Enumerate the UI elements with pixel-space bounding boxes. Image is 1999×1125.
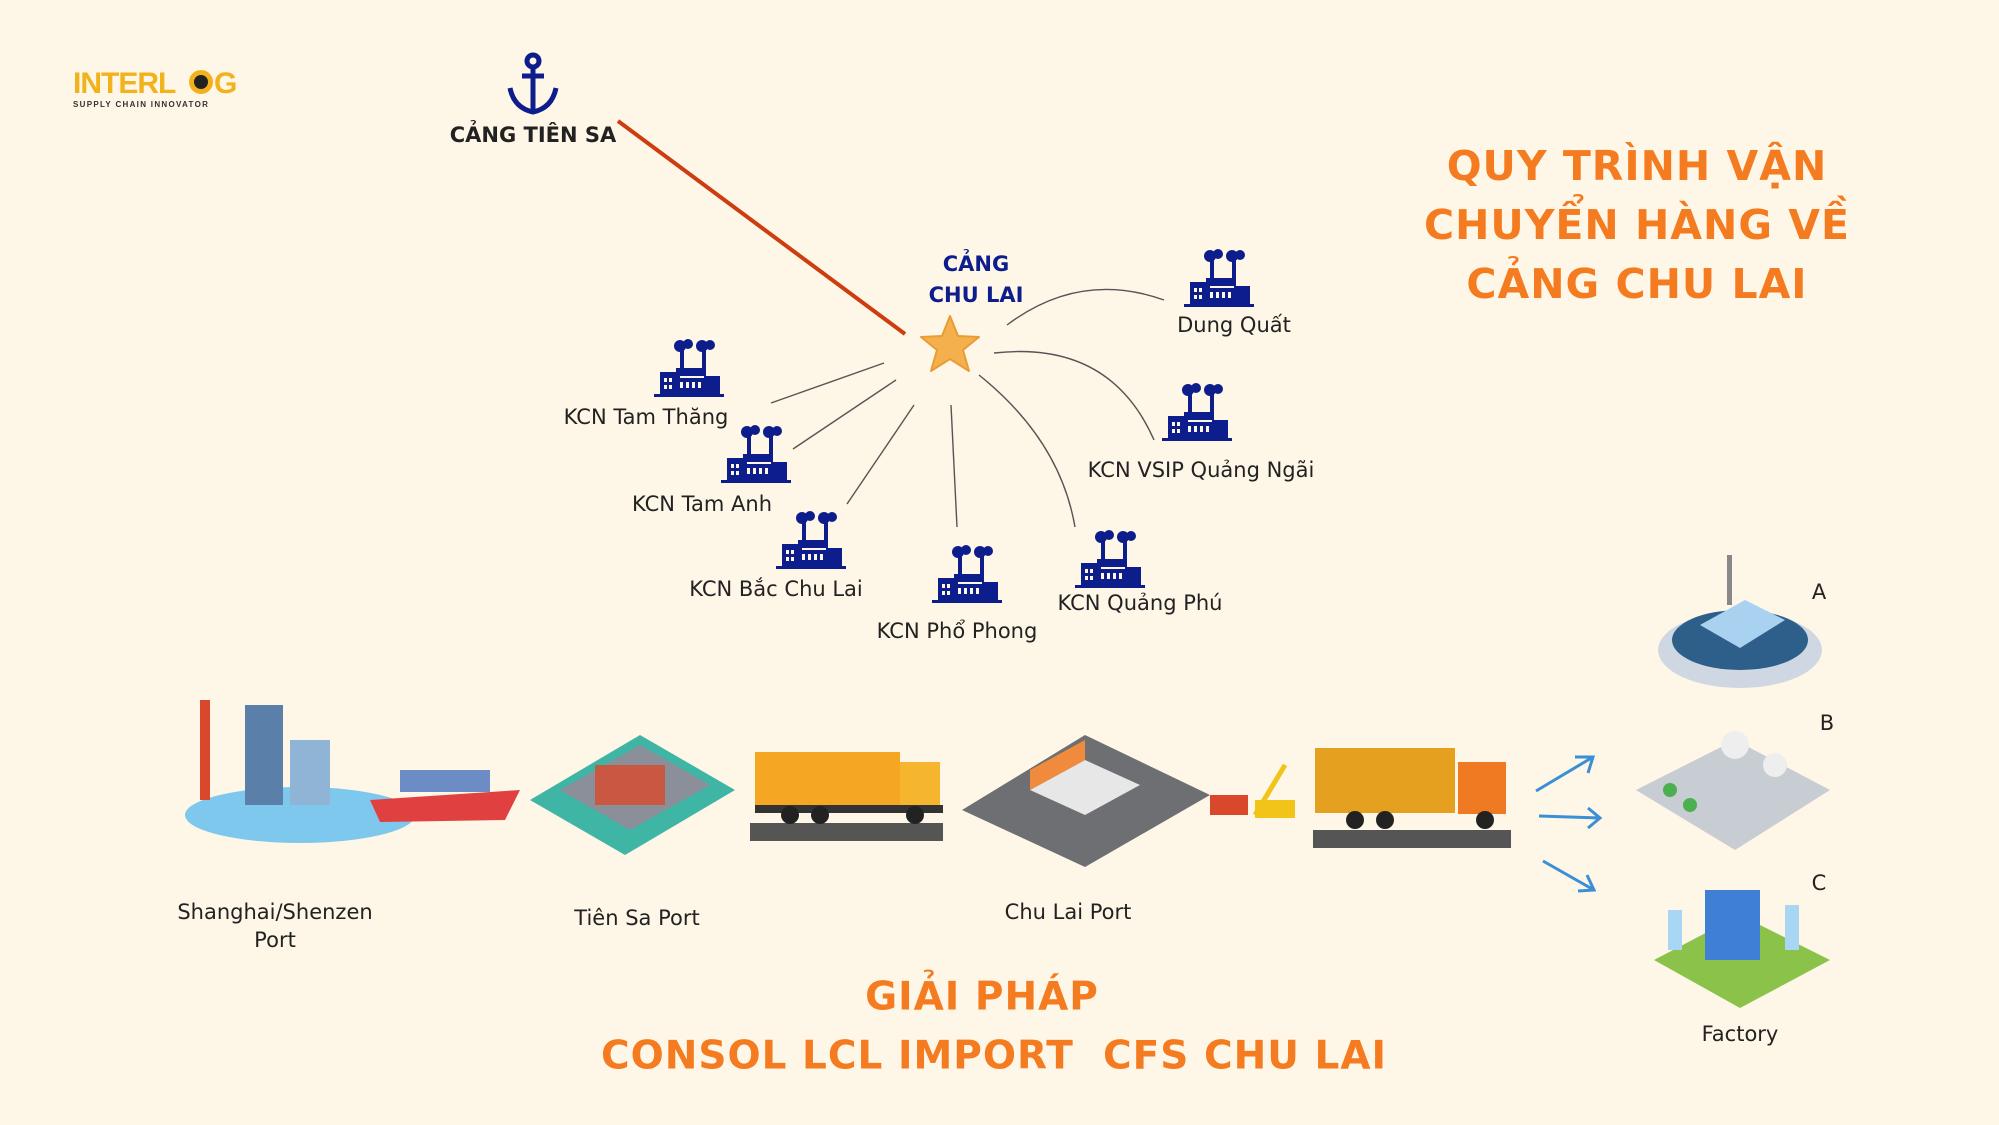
interlog-logo: INTERL G SUPPLY CHAIN INNOVATOR: [73, 60, 249, 114]
title-line-1: QUY TRÌNH VẬN: [1446, 142, 1828, 190]
footer-line-1: GIẢI PHÁP: [865, 974, 1099, 1020]
factory-icon: [1071, 529, 1147, 593]
factory-a-label: A: [1811, 580, 1827, 604]
arrow-icon: [1535, 755, 1596, 793]
factory-c-label: C: [1811, 871, 1827, 895]
industrial-zone-label: KCN Quảng Phú: [1057, 591, 1223, 615]
line-dung-quat: [1006, 288, 1165, 326]
line-quang-phu: [978, 374, 1076, 528]
factory-icon: [650, 338, 726, 402]
line-pho-phong: [950, 404, 958, 528]
svg-text:INTERL: INTERL: [73, 67, 176, 100]
industrial-zone-label: KCN Tam Thăng: [563, 405, 729, 429]
crane-illustration: [1210, 763, 1295, 818]
factory-icon: [1158, 382, 1234, 446]
factory-icon: [1180, 248, 1256, 312]
line-bac-chu-lai: [846, 404, 915, 505]
star-icon: [920, 315, 980, 372]
factory-b-illustration: [1636, 731, 1830, 850]
origin-port-illustration: [185, 700, 520, 843]
distribution-arrows: [1535, 755, 1603, 893]
chu-lai-label-2: CHU LAI: [928, 283, 1024, 307]
factory-c-illustration: [1654, 890, 1830, 1008]
chu-lai-port-label: Chu Lai Port: [1004, 900, 1132, 924]
factory-label: Factory: [1701, 1022, 1779, 1046]
factory-icon: [772, 510, 848, 574]
factory-a-illustration: [1658, 555, 1822, 688]
tien-sa-port-illustration: [530, 735, 735, 855]
arrow-icon: [1542, 859, 1597, 893]
industrial-zone-label: KCN Phổ Phong: [876, 619, 1038, 643]
factory-b-label: B: [1819, 711, 1835, 735]
industrial-zone-label: KCN Tam Anh: [631, 492, 773, 516]
arrow-icon: [1538, 806, 1603, 830]
factory-icon: [717, 424, 793, 488]
line-tam-thang: [770, 362, 885, 404]
line-tam-anh: [792, 379, 897, 450]
container-truck-illustration: [1313, 748, 1511, 848]
industrial-zone-label: Dung Quất: [1177, 313, 1291, 337]
title-line-3: CẢNG CHU LAI: [1466, 260, 1808, 308]
industrial-zone-label: KCN VSIP Quảng Ngãi: [1087, 458, 1315, 482]
factory-icon: [928, 544, 1004, 608]
svg-text:SUPPLY CHAIN INNOVATOR: SUPPLY CHAIN INNOVATOR: [73, 100, 209, 109]
chu-lai-label-1: CẢNG: [942, 252, 1010, 276]
tien-sa-label: CẢNG TIÊN SA: [449, 123, 617, 147]
svg-text:G: G: [214, 67, 237, 100]
line-vsip: [993, 350, 1155, 441]
chu-lai-port-illustration: [962, 735, 1210, 867]
footer-line-2: CONSOL LCL IMPORT CFS CHU LAI: [600, 1033, 1388, 1079]
industrial-zone-label: KCN Bắc Chu Lai: [689, 577, 863, 601]
anchor-icon: [507, 52, 559, 115]
truck-illustration: [750, 752, 943, 841]
origin-port-label-2: Port: [254, 928, 296, 952]
origin-port-label-1: Shanghai/Shenzen: [177, 900, 373, 924]
tien-sa-port-label: Tiên Sa Port: [574, 906, 700, 930]
route-tien-sa-chu-lai: [616, 119, 907, 336]
title-line-2: CHUYỂN HÀNG VỀ: [1423, 201, 1851, 249]
